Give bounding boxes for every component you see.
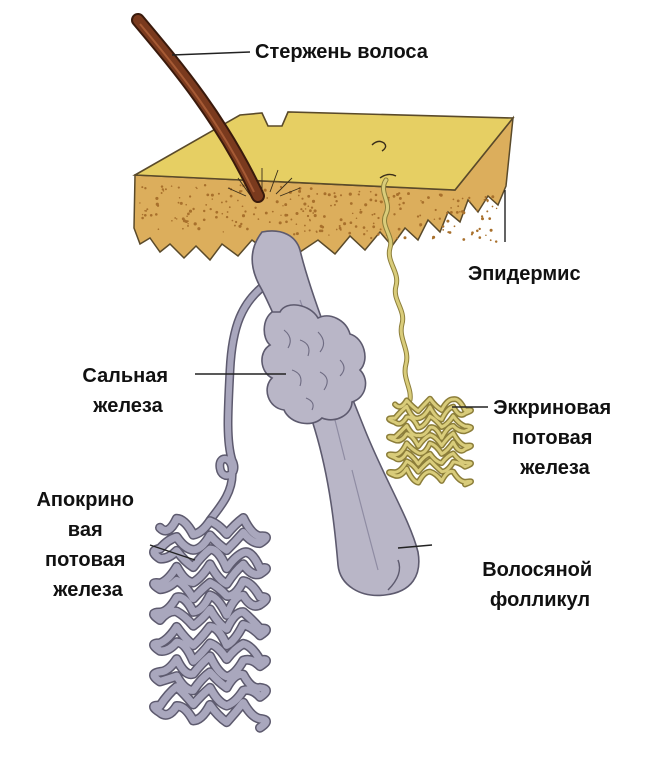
skin-block bbox=[132, 111, 515, 262]
label-hair-follicle: Волосяной фолликул bbox=[482, 559, 598, 611]
eccrine-coil bbox=[386, 395, 474, 488]
pore-opening bbox=[371, 140, 387, 152]
leader-apocrine bbox=[149, 544, 196, 561]
leader-hair-shaft bbox=[171, 51, 251, 56]
label-sebaceous-gland: Сальная железа bbox=[82, 365, 173, 417]
label-apocrine-gland: Апокрино вая потовая железа bbox=[36, 489, 139, 601]
eccrine-sweat-gland bbox=[380, 177, 474, 488]
apocrine-coil bbox=[149, 513, 271, 733]
apocrine-sweat-gland bbox=[149, 275, 277, 733]
epidermis-surface bbox=[132, 111, 515, 191]
label-epidermis: Эпидермис bbox=[468, 263, 581, 285]
sebaceous-gland bbox=[261, 304, 367, 425]
leader-follicle bbox=[397, 544, 433, 549]
sebaceous-lobes bbox=[261, 304, 367, 425]
leader-lines bbox=[149, 51, 506, 561]
dermis-texture bbox=[139, 183, 498, 243]
hair-shaft bbox=[131, 13, 265, 203]
dermis-layer bbox=[133, 115, 515, 262]
label-eccrine-gland: Эккриновая потовая железа bbox=[493, 397, 616, 479]
pore-opening bbox=[379, 173, 397, 179]
label-hair-shaft: Стержень волоса bbox=[255, 41, 429, 63]
follicle-bulb-papilla bbox=[387, 559, 401, 591]
